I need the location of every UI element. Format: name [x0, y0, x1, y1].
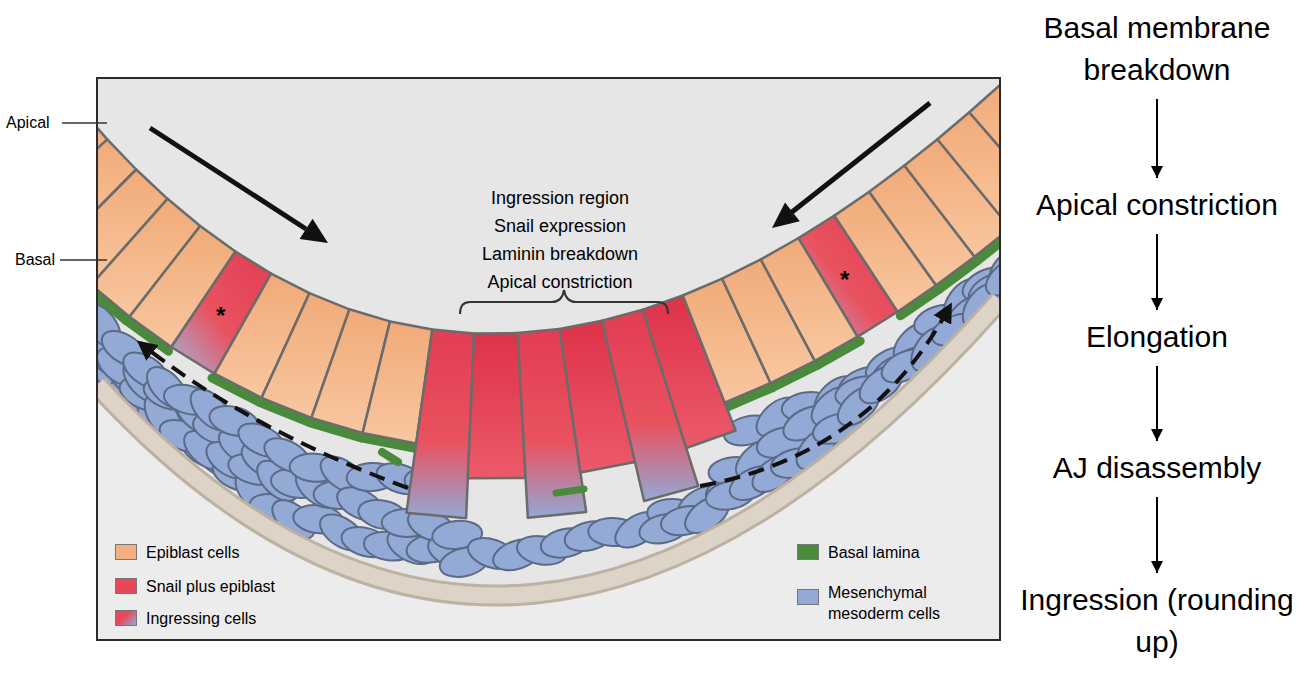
step-text: Basal membrane breakdown [1017, 7, 1297, 91]
movement-arrow [150, 128, 306, 229]
leader-line [62, 122, 107, 124]
legend-swatch [115, 578, 137, 594]
red-cell [468, 333, 526, 478]
arrow-head [772, 203, 800, 229]
legend-text: Basal lamina [828, 542, 988, 563]
region-bracket [460, 290, 668, 314]
arrow-head [1151, 166, 1163, 178]
legend-swatch [115, 544, 137, 560]
step-label: AJ disassembly [1017, 447, 1297, 489]
arrow-head [1151, 298, 1163, 310]
legend-text: Epiblast cells [146, 542, 346, 563]
migration-arrow [140, 343, 408, 488]
legend-text: Mesenchymal mesoderm cells [828, 582, 968, 624]
epithelial-sheet [97, 78, 1000, 518]
arrow-line [1156, 366, 1158, 441]
cell-marker: * [216, 304, 225, 328]
step-text: Ingression (rounding up) [1017, 579, 1297, 663]
legend-text: Ingressing cells [146, 608, 346, 629]
surface-label: Basal [15, 250, 55, 270]
step-label: Basal membrane breakdown [1017, 7, 1297, 91]
arrow-line [1156, 234, 1158, 310]
movement-arrow [792, 103, 930, 212]
region-note: Snail expression [410, 214, 710, 238]
ingress-cell [406, 330, 474, 519]
migration-arrow [700, 306, 950, 486]
cell-marker: * [840, 268, 849, 292]
arrow-head [1151, 561, 1163, 573]
flow-arrow [1151, 234, 1163, 310]
surface-label: Apical [6, 113, 50, 133]
arrow-head [1151, 429, 1163, 441]
step-label: Elongation [1017, 316, 1297, 358]
orange-cell [969, 84, 1000, 200]
arrow-head [300, 219, 328, 243]
flow-arrow [1151, 99, 1163, 178]
lamina-fragment [556, 489, 584, 493]
region-note: Apical constriction [410, 270, 710, 294]
legend-swatch [797, 544, 819, 560]
region-note: Ingression region [410, 186, 710, 210]
lamina-fragment [382, 452, 398, 462]
step-text: Apical constriction [1017, 184, 1297, 226]
legend-swatch [797, 589, 819, 605]
leader-line [60, 259, 107, 261]
step-text: Elongation [1017, 316, 1297, 358]
legend-swatch [115, 610, 137, 626]
step-label: Ingression (rounding up) [1017, 579, 1297, 663]
flow-arrow [1151, 366, 1163, 441]
region-note: Laminin breakdown [410, 242, 710, 266]
arrow-line [1156, 497, 1158, 573]
flow-arrow [1151, 497, 1163, 573]
arrow-line [1156, 99, 1158, 178]
panel-border [97, 78, 1000, 640]
step-text: AJ disassembly [1017, 447, 1297, 489]
panel-background [97, 78, 1000, 640]
step-label: Apical constriction [1017, 184, 1297, 226]
legend-text: Snail plus epiblast [146, 576, 346, 597]
